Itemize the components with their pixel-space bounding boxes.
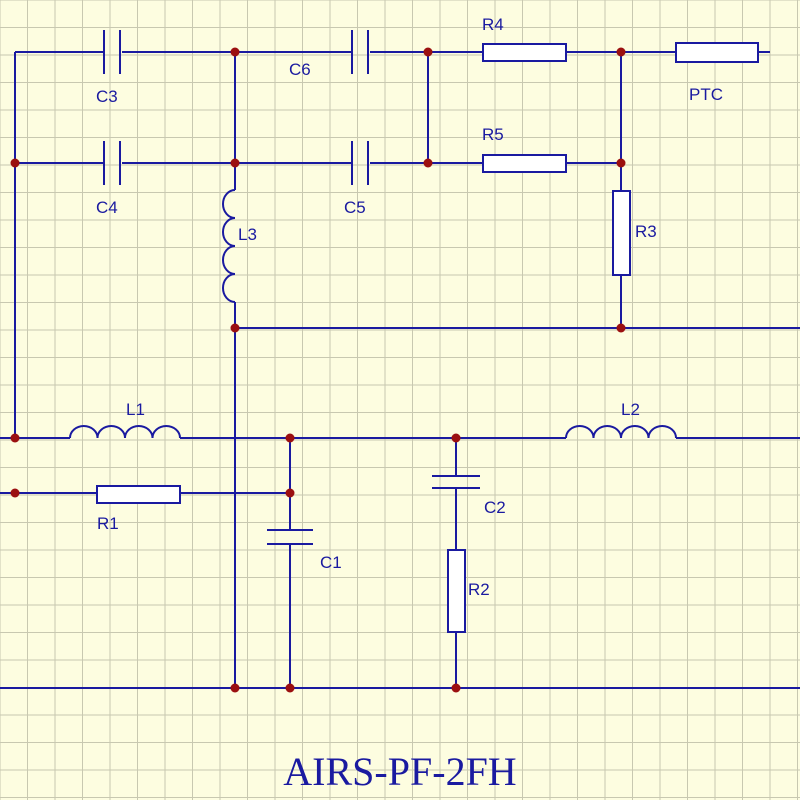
junction-node	[285, 488, 295, 498]
label-C2: C2	[484, 498, 506, 517]
wires	[0, 51, 800, 689]
label-L3: L3	[238, 225, 257, 244]
junction-node	[451, 683, 461, 693]
label-R1: R1	[97, 514, 119, 533]
label-C1: C1	[320, 553, 342, 572]
thermistor-PTC: PTC	[675, 42, 759, 104]
junction-node	[423, 47, 433, 57]
resistor-R5: R5	[482, 125, 567, 173]
junction-node	[616, 323, 626, 333]
label-R4: R4	[482, 15, 504, 34]
label-PTC: PTC	[689, 85, 723, 104]
junction-node	[230, 683, 240, 693]
label-C5: C5	[344, 198, 366, 217]
junction-node	[230, 47, 240, 57]
junction-node	[451, 433, 461, 443]
resistor-R1: R1	[96, 485, 181, 533]
capacitor-C6: C6	[289, 30, 369, 79]
capacitor-C4: C4	[96, 141, 121, 217]
label-R3: R3	[635, 222, 657, 241]
inductor-L3: L3	[222, 189, 257, 303]
inductor-L2: L2	[565, 400, 677, 439]
junction-node	[10, 433, 20, 443]
resistor-R2: R2	[447, 549, 490, 633]
junction-node	[285, 433, 295, 443]
resistor-R4: R4	[482, 15, 567, 62]
junction-node	[616, 47, 626, 57]
capacitor-C2: C2	[432, 475, 506, 517]
capacitor-C5: C5	[344, 141, 369, 217]
diagram-title: AIRS-PF-2FH	[283, 749, 516, 794]
junction-node	[10, 488, 20, 498]
junction-node	[285, 683, 295, 693]
inductor-L1: L1	[69, 400, 181, 439]
junction-node	[616, 158, 626, 168]
capacitor-C3: C3	[96, 30, 121, 106]
junction-node	[423, 158, 433, 168]
label-R5: R5	[482, 125, 504, 144]
label-L1: L1	[126, 400, 145, 419]
label-C3: C3	[96, 87, 118, 106]
label-C4: C4	[96, 198, 118, 217]
label-L2: L2	[621, 400, 640, 419]
junction-node	[230, 158, 240, 168]
label-C6: C6	[289, 60, 311, 79]
label-R2: R2	[468, 580, 490, 599]
capacitor-C1: C1	[267, 529, 342, 572]
junction-nodes	[10, 47, 626, 693]
junction-node	[230, 323, 240, 333]
resistor-R3: R3	[612, 190, 657, 276]
junction-node	[10, 158, 20, 168]
